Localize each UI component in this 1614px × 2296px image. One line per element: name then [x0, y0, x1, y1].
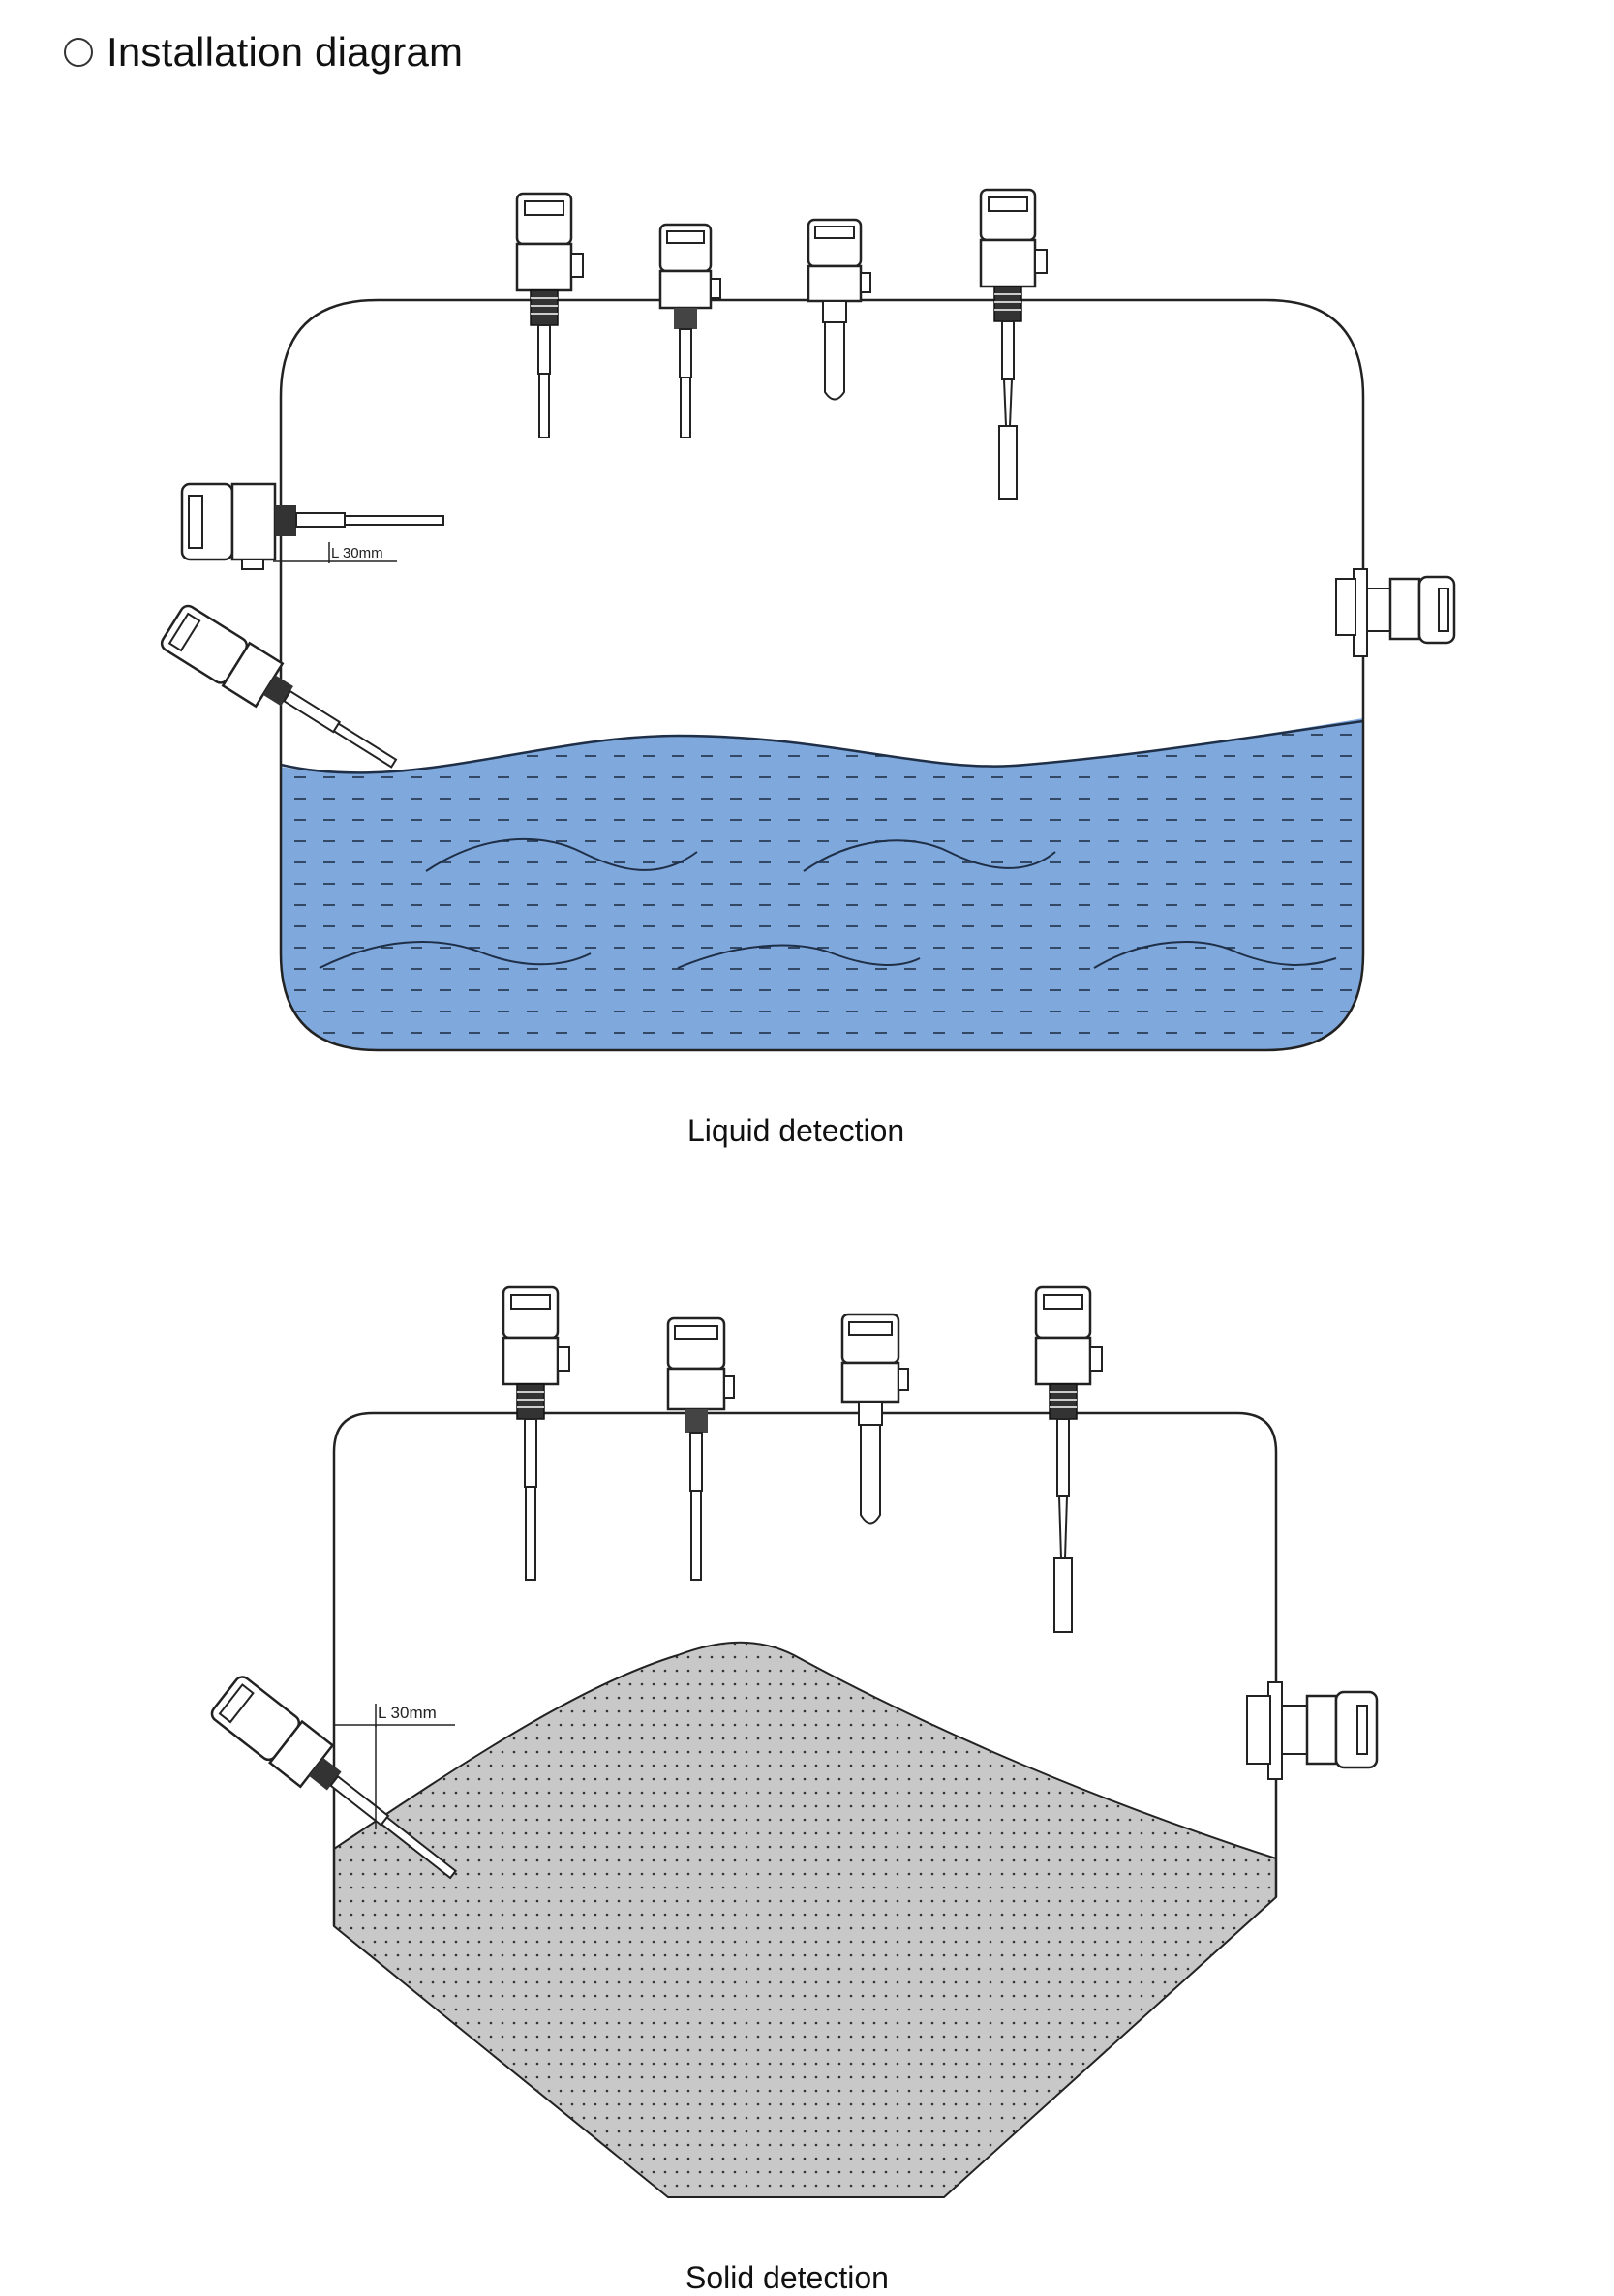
dimension-label-liquid: L 30mm [331, 545, 383, 561]
top-sensor-1 [515, 192, 585, 438]
left-angled-sensor [160, 604, 398, 769]
top-sensor-3 [807, 218, 871, 401]
section-title: Installation diagram [107, 29, 464, 75]
top-sensor-2 [666, 1316, 735, 1581]
tank-outline [279, 298, 1365, 1052]
section-heading: Installation diagram [64, 29, 463, 76]
top-sensor-3 [840, 1313, 909, 1525]
liquid-fill [281, 716, 1363, 1050]
top-sensor-4 [1034, 1285, 1104, 1633]
circle-outline-icon [64, 38, 93, 67]
left-horizontal-sensor: L 30mm [180, 482, 444, 570]
solid-pile [333, 1641, 1277, 2198]
top-sensor-4 [979, 188, 1049, 500]
right-side-sensor [1246, 1681, 1379, 1780]
dimension-label-solid: L 30mm [378, 1704, 437, 1722]
silo-outline [332, 1411, 1278, 1926]
liquid-detection-diagram: L 30mm [160, 188, 1456, 1052]
solid-detection-caption: Solid detection [685, 2260, 889, 2295]
solid-detection-diagram: L 30mm [210, 1285, 1379, 2198]
liquid-surface [280, 719, 1364, 774]
right-side-sensor [1335, 568, 1456, 657]
top-sensor-2 [658, 223, 721, 438]
liquid-detection-caption: Liquid detection [687, 1113, 905, 1148]
top-sensor-1 [502, 1285, 571, 1581]
left-angled-sensor [210, 1676, 458, 1880]
dimension-marker: L 30mm [334, 1704, 455, 1829]
